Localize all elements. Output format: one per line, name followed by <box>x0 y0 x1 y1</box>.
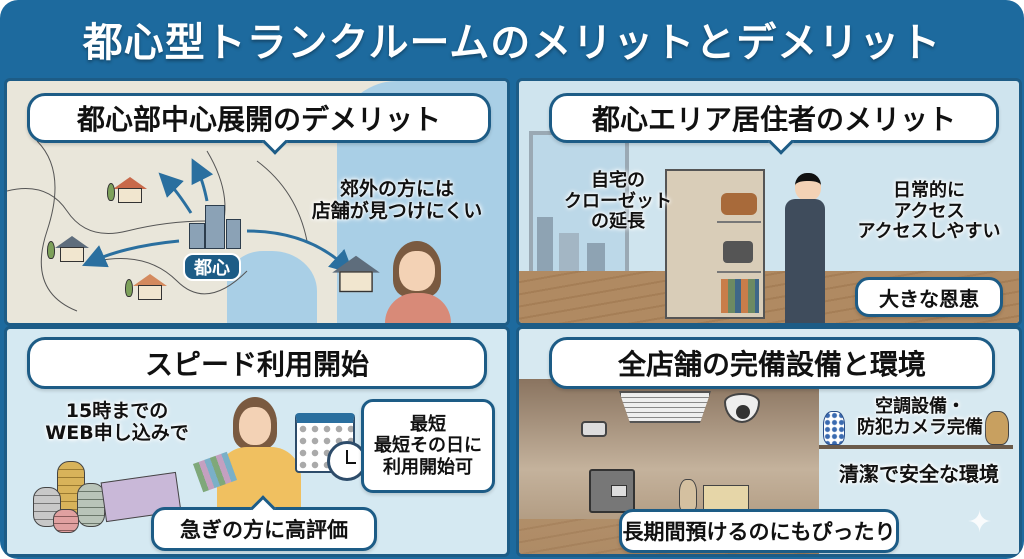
panel-heading: 都心エリア居住者のメリット <box>591 103 956 136</box>
access-caption: 日常的に アクセス アクセスしやすい <box>857 180 1001 243</box>
heading-bubble: 都心部中心展開のデメリット <box>27 93 491 155</box>
panel-heading: 全店舗の完備設備と環境 <box>617 348 926 381</box>
storage-cabinet-icon <box>665 169 765 319</box>
sparkle-icon: ✦ <box>967 505 993 540</box>
security-camera-icon <box>581 421 607 437</box>
panel-urban-resident-merit: 都心エリア居住者のメリット 自宅の クローゼット の延長 日常的に アクセス ア… <box>516 78 1022 326</box>
closet-caption: 自宅の クローゼット の延長 <box>564 170 672 233</box>
vase-icon <box>823 411 845 445</box>
same-day-box: 最短 最短その日に 利用開始可 <box>361 399 495 493</box>
facility-caption: 空調設備・ 防犯カメラ完備 <box>857 396 983 438</box>
shelf <box>819 445 1013 449</box>
heading-bubble: 全店舗の完備設備と環境 <box>549 337 995 389</box>
web-application-caption: 15時までの WEB申し込みで <box>45 400 189 444</box>
heading-bubble: スピード利用開始 <box>27 337 487 389</box>
clean-safe-caption: 清潔で安全な環境 <box>839 462 999 486</box>
vase-icon <box>679 479 697 511</box>
suburb-caption: 郊外の方には 店舗が見つけにくい <box>311 178 483 222</box>
long-term-badge: 長期間預けるのにもぴったり <box>619 509 899 553</box>
house-icon <box>133 274 167 300</box>
air-conditioner-icon <box>619 391 711 423</box>
tree-icon <box>47 241 55 259</box>
safe-icon <box>589 469 635 513</box>
highly-rated-badge: 急ぎの方に高評価 <box>151 495 377 551</box>
panel-downtown-demerit: 都心部中心展開のデメリット 都心 郊外の方には 店舗が見つけにくい <box>4 78 510 326</box>
house-icon <box>55 236 89 262</box>
page-title: 都心型トランクルームのメリットとデメリット <box>82 20 942 66</box>
panel-heading: 都心部中心展開のデメリット <box>76 103 441 136</box>
panel-speed-start: スピード利用開始 15時までの WEB申し込みで 最短 最短その日に 利用開始可 <box>4 326 510 557</box>
window-cityscape-icon <box>529 131 629 281</box>
amphora-icon <box>985 411 1009 445</box>
panel-heading: スピード利用開始 <box>144 348 369 381</box>
tree-icon <box>125 279 133 297</box>
panel-facilities: 全店舗の完備設備と環境 空調設備・ 防犯カメラ完備 清潔で安全な環境 ✦ 長期間… <box>516 326 1022 557</box>
house-icon <box>113 177 147 203</box>
tree-icon <box>107 183 115 201</box>
heading-bubble: 都心エリア居住者のメリット <box>549 93 999 155</box>
benefit-badge: 大きな恩恵 <box>855 277 1003 317</box>
downtown-label: 都心 <box>183 253 241 281</box>
house-icon <box>332 255 380 293</box>
